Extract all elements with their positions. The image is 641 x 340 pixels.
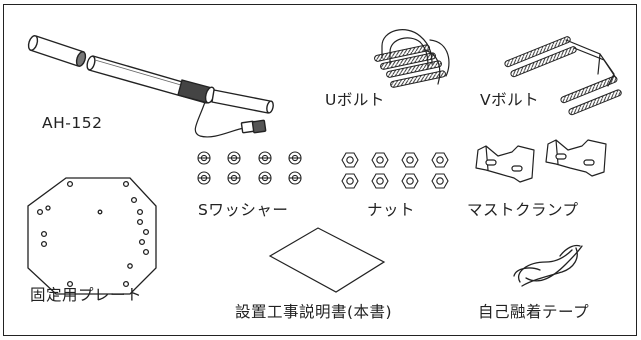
label-v-bolt: Vボルト <box>480 91 540 109</box>
label-antenna: AH-152 <box>42 114 103 132</box>
figure-frame <box>3 4 637 336</box>
label-plate: 固定用プレート <box>30 286 143 304</box>
u-bolt-drawing <box>374 29 450 88</box>
label-nut: ナット <box>367 201 416 219</box>
mast-clamps-drawing <box>475 139 607 183</box>
label-u-bolt: Uボルト <box>325 91 385 109</box>
v-bolt-drawing <box>504 36 622 116</box>
label-s-washer: Sワッシャー <box>198 201 289 219</box>
label-manual: 設置工事説明書(本書) <box>235 303 393 321</box>
s-washers-drawing <box>197 151 302 185</box>
label-tape: 自己融着テープ <box>478 303 590 321</box>
manual-sheet-drawing <box>268 227 386 293</box>
nuts-drawing <box>341 152 449 189</box>
label-mast-clamp: マストクランプ <box>467 201 579 219</box>
tape-drawing <box>513 244 583 287</box>
antenna-ah152-drawing <box>27 35 274 138</box>
mounting-plate-drawing <box>27 177 157 295</box>
